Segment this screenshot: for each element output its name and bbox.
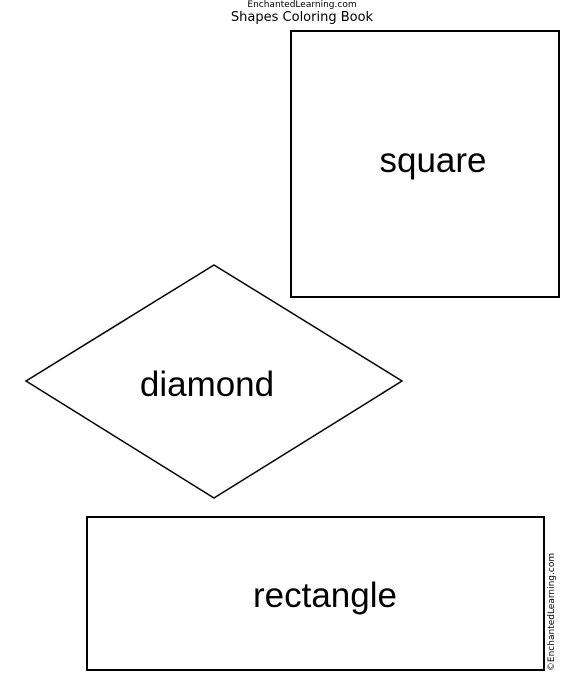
page-title: Shapes Coloring Book [230, 10, 374, 25]
rectangle-label: rectangle [253, 576, 397, 615]
rectangle-shape: rectangle [86, 516, 545, 671]
square-outline [290, 30, 560, 298]
square-shape: square [290, 30, 560, 298]
square-label: square [379, 141, 486, 180]
diamond-label: diamond [140, 365, 274, 404]
copyright-notice: ©EnchantedLearning.com [547, 552, 557, 672]
site-name: EnchantedLearning.com [247, 0, 357, 10]
diamond-outline [24, 264, 404, 499]
diamond-shape: diamond [24, 264, 404, 499]
rectangle-outline [86, 516, 545, 671]
